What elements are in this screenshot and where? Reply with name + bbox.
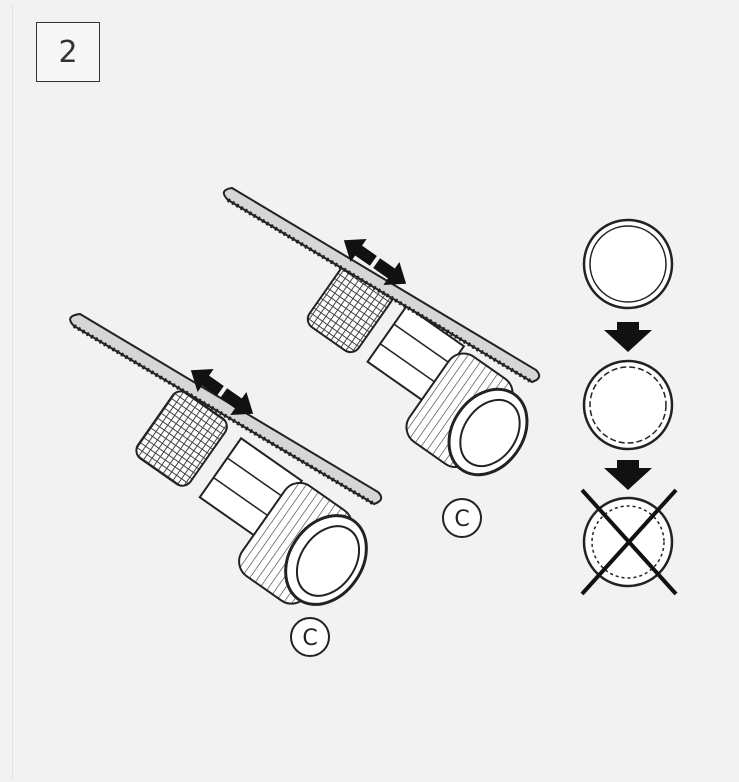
label-c-front: C (290, 617, 330, 657)
label-c-back: C (442, 498, 482, 538)
deburred-cut-circle (582, 359, 674, 451)
pipe-fitting-icon (135, 390, 368, 606)
step-number: 2 (58, 34, 78, 70)
pipe-fitting-icon (306, 262, 529, 477)
arrow-down-icon (604, 460, 652, 490)
saw-blade-icon (69, 312, 383, 506)
label-c-back-text: C (454, 507, 469, 532)
step-number-box: 2 (36, 22, 100, 82)
saw-blade-icon (222, 186, 541, 384)
double-arrow-icon (343, 239, 407, 285)
label-c-front-text: C (302, 626, 317, 651)
arrow-down-icon (604, 322, 652, 352)
clean-cut-circle (582, 218, 674, 310)
cross-mark-icon (580, 488, 678, 596)
double-arrow-icon (190, 369, 254, 415)
